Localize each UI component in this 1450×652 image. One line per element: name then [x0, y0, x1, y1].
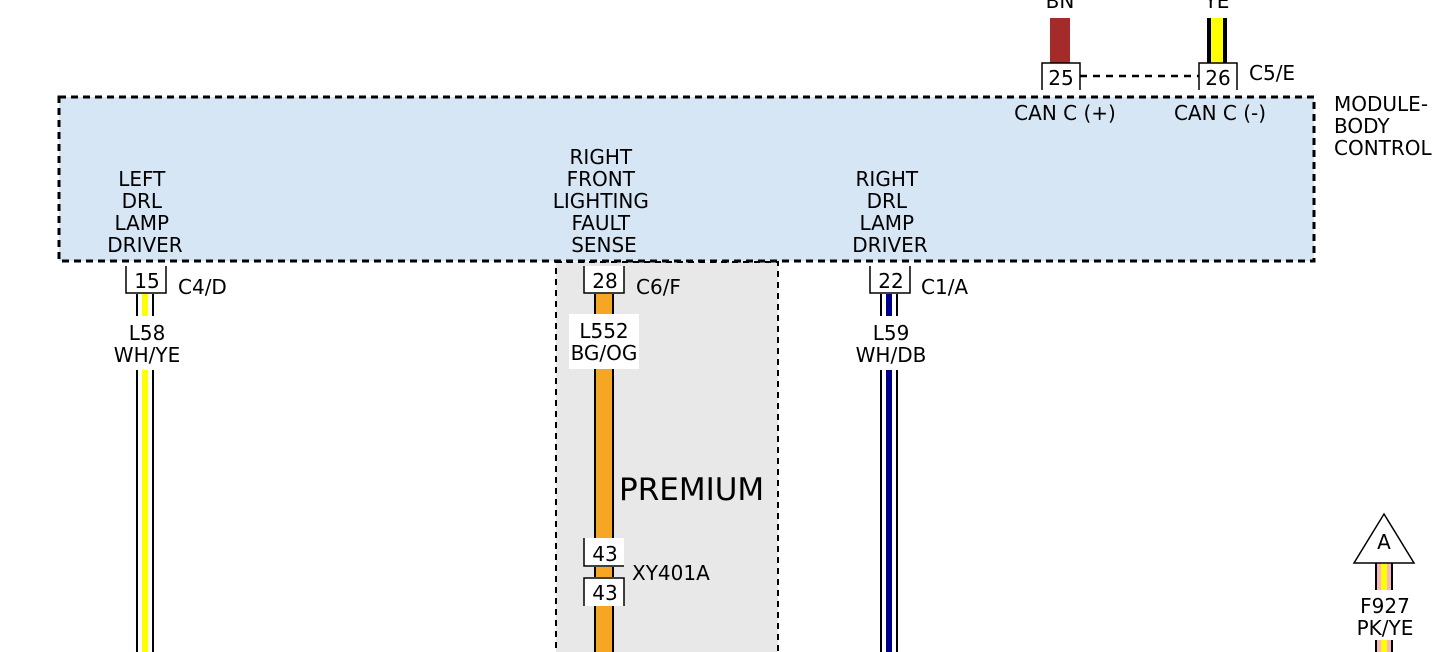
offpage-connector-icon: A [1352, 512, 1416, 564]
rf-fault-connector: C6/F [636, 275, 681, 299]
inline-connector-bottom-pin: 43 [583, 577, 625, 606]
svg-text:26: 26 [1205, 66, 1230, 90]
svg-text:25: 25 [1048, 66, 1073, 90]
left-drl-wire [136, 294, 154, 652]
inline-connector-name: XY401A [632, 561, 710, 585]
right-drl-connector: C1/A [921, 275, 968, 299]
offpage-wire-color: PK/YE [1357, 616, 1414, 640]
module-name: MODULE- BODY CONTROL [1334, 92, 1434, 160]
right-drl-pin: 22 [869, 266, 911, 294]
rf-fault-pin: 28 [583, 266, 625, 294]
can-plus-wire-color: BN [1046, 0, 1075, 13]
rf-fault-circuit: L552 [579, 319, 628, 343]
svg-text:15: 15 [134, 269, 159, 293]
svg-text:43: 43 [592, 542, 617, 566]
can-minus-wire-color: YE [1204, 0, 1230, 13]
svg-text:22: 22 [878, 269, 903, 293]
left-drl-pin: 15 [125, 266, 167, 294]
right-drl-circuit: L59 [873, 321, 910, 345]
left-drl-circuit: L58 [129, 321, 166, 345]
offpage-circuit: F927 [1360, 594, 1410, 618]
can-connector: C5/E [1249, 61, 1295, 85]
left-drl-wire-color: WH/YE [114, 343, 180, 367]
premium-label: PREMIUM [619, 472, 764, 508]
can-plus-wire: BN [1046, 0, 1075, 63]
left-drl-connector: C4/D [178, 275, 227, 299]
left-drl-driver-label: LEFT DRL LAMP DRIVER [107, 167, 183, 257]
can-plus-label: CAN C (+) [1014, 101, 1116, 125]
can-plus-pin: 25 [1041, 62, 1081, 90]
svg-text:A: A [1377, 530, 1391, 554]
can-minus-wire: YE [1204, 0, 1230, 63]
inline-connector-top-pin: 43 [583, 538, 624, 567]
right-drl-driver-label: RIGHT DRL LAMP DRIVER [852, 167, 928, 257]
can-minus-pin: 26 [1198, 62, 1238, 90]
svg-text:43: 43 [592, 581, 617, 605]
rf-fault-sense-label: RIGHT FRONT LIGHTING FAULT SENSE [553, 145, 656, 257]
body-control-module [57, 95, 1316, 263]
rf-fault-wire-color: BG/OG [571, 341, 638, 365]
can-minus-label: CAN C (-) [1174, 101, 1266, 125]
svg-text:28: 28 [592, 269, 617, 293]
right-drl-wire-color: WH/DB [856, 343, 927, 367]
right-drl-wire [880, 294, 898, 652]
